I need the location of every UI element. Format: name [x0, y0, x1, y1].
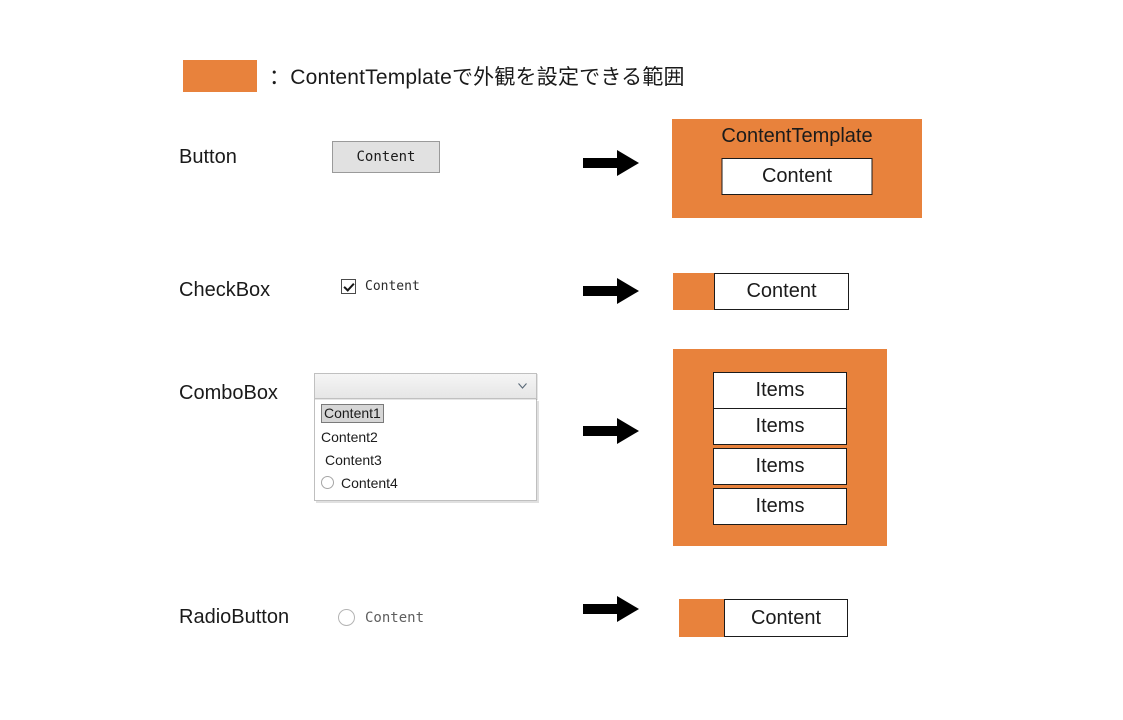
combobox-option-label: Content4 [341, 474, 398, 491]
arrow-right-icon-combobox [583, 418, 639, 444]
arrow-right-icon-button [583, 150, 639, 176]
template-item: Items [713, 488, 847, 525]
row-label-radiobutton: RadioButton [179, 606, 290, 628]
combobox-option-label: Content3 [325, 451, 382, 468]
template-swatch-radiobutton [679, 599, 725, 637]
template-item: Items [713, 448, 847, 485]
button-widget-label: Content [356, 149, 416, 165]
radio-unchecked-icon[interactable] [338, 609, 355, 626]
template-panel-radiobutton: Content [679, 599, 848, 637]
template-item: Items [713, 372, 847, 409]
chevron-down-icon[interactable] [518, 383, 527, 389]
checkbox-widget[interactable]: Content [341, 279, 420, 294]
combobox-widget[interactable]: Content1 Content2 Content3 Content4 [314, 373, 537, 501]
row-label-combobox: ComboBox [179, 382, 278, 404]
combobox-option[interactable]: Content3 [315, 448, 536, 471]
combobox-option[interactable]: Content1 [315, 402, 536, 425]
arrow-right-icon-radiobutton [583, 596, 639, 622]
checkbox-widget-label: Content [365, 279, 420, 294]
legend: ：ContentTemplateで外観を設定できる範囲 [183, 60, 685, 92]
radiobutton-widget-label: Content [365, 609, 425, 626]
template-swatch-checkbox [673, 273, 715, 310]
legend-label: ：ContentTemplateで外観を設定できる範囲 [269, 66, 685, 89]
template-content-radiobutton: Content [724, 599, 848, 637]
combobox-option-label: Content1 [321, 404, 384, 423]
combobox-option[interactable]: Content2 [315, 425, 536, 448]
checkbox-checked-icon[interactable] [341, 279, 356, 294]
template-items-list: Items Items Items Items [713, 372, 847, 525]
combobox-header[interactable] [314, 373, 537, 399]
template-content-checkbox: Content [714, 273, 849, 310]
row-label-checkbox: CheckBox [179, 279, 271, 301]
button-widget[interactable]: Content [332, 141, 440, 173]
template-title-button: ContentTemplate [721, 125, 873, 147]
template-panel-combobox: Items Items Items Items [673, 349, 887, 546]
template-content-button: Content [721, 158, 873, 195]
legend-color-swatch [183, 60, 257, 92]
arrow-right-icon-checkbox [583, 278, 639, 304]
row-label-button: Button [179, 146, 237, 168]
combobox-option[interactable]: Content4 [315, 471, 536, 494]
template-panel-button: ContentTemplate Content [672, 119, 922, 218]
combobox-option-label: Content2 [321, 428, 378, 445]
radiobutton-widget[interactable]: Content [338, 609, 424, 626]
template-item: Items [713, 408, 847, 445]
radio-unchecked-icon[interactable] [321, 476, 334, 489]
template-panel-checkbox: Content [673, 273, 849, 310]
combobox-dropdown-list: Content1 Content2 Content3 Content4 [314, 399, 537, 501]
